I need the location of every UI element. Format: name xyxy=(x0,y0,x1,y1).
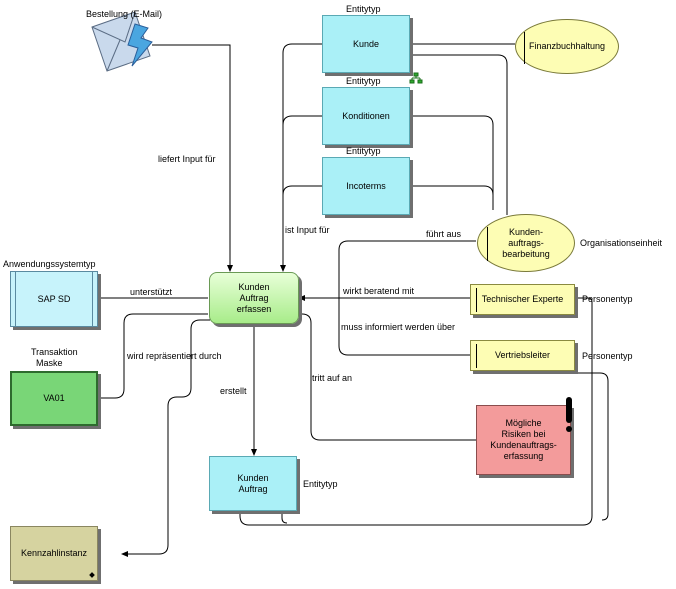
kunden-auftrag-type-label: Entitytyp xyxy=(303,479,338,489)
edge-vertriebsleiter-funktion xyxy=(338,298,470,356)
va01-type-line1: Transaktion xyxy=(31,347,78,357)
edge-va01-funktion xyxy=(97,313,208,399)
function-line2: Auftrag xyxy=(239,292,269,303)
edge-label-tritt-auf: tritt auf an xyxy=(312,373,353,383)
entity-konditionen-label: Konditionen xyxy=(342,110,390,121)
edge-entities-funktion xyxy=(282,43,322,268)
entity-incoterms-label: Incoterms xyxy=(346,180,386,191)
envelope-icon xyxy=(91,11,153,72)
kpi-kennzahlinstanz[interactable]: Kennzahlinstanz xyxy=(10,526,98,581)
entity-incoterms[interactable]: Incoterms xyxy=(322,157,410,215)
incoterms-type-label: Entitytyp xyxy=(346,146,381,156)
entity-kunden-auftrag[interactable]: Kunden Auftrag xyxy=(209,456,297,511)
person-vertriebsleiter-label: Vertriebsleiter xyxy=(494,350,551,360)
org-kab-line1: Kunden- xyxy=(508,226,543,237)
edge-label-wirkt-beratend: wirkt beratend mit xyxy=(343,286,415,296)
org-type-label: Organisationseinheit xyxy=(580,238,663,248)
edge-funktion-kennzahl xyxy=(125,319,210,555)
sap-type-label: Anwendungssystemtyp xyxy=(3,259,96,269)
exclamation-icon xyxy=(565,397,573,437)
risk-line4: erfassung xyxy=(503,451,544,461)
edge-risiken-funktion xyxy=(301,313,476,441)
entity-kunde-label: Kunde xyxy=(352,38,380,49)
function-kunden-auftrag-erfassen[interactable]: Kunden Auftrag erfassen xyxy=(209,272,299,324)
edge-org-funktion xyxy=(338,240,476,298)
risk-line2: Risiken bei xyxy=(501,429,546,439)
edge-label-erstellt: erstellt xyxy=(220,386,247,396)
person-vertriebsleiter[interactable]: Vertriebsleiter xyxy=(470,340,575,371)
org-kundenauftragsbearbeitung[interactable]: Kunden- auftrags- bearbeitung xyxy=(477,214,575,272)
entity-kunde[interactable]: Kunde xyxy=(322,15,410,73)
screen-va01[interactable]: VA01 xyxy=(10,371,98,426)
kpi-corner-icon xyxy=(89,572,95,578)
org-kab-line3: bearbeitung xyxy=(502,248,550,259)
screen-va01-label: VA01 xyxy=(43,393,65,403)
risk-line1: Mögliche xyxy=(505,418,542,428)
edge-label-liefert-input: liefert Input für xyxy=(158,154,216,164)
konditionen-type-label: Entitytyp xyxy=(346,76,381,86)
org-finanzbuchhaltung-label: Finanzbuchhaltung xyxy=(528,41,606,51)
hierarchy-icon xyxy=(409,72,423,84)
system-sap-sd-label: SAP SD xyxy=(37,293,71,304)
function-line1: Kunden xyxy=(238,281,270,292)
org-kab-line2: auftrags- xyxy=(508,237,544,248)
org-finanzbuchhaltung[interactable]: Finanzbuchhaltung xyxy=(515,19,619,74)
edge-bestellung-funktion xyxy=(152,44,231,268)
sap-border-right xyxy=(92,272,93,326)
org-marker xyxy=(487,227,488,261)
edge-label-muss-informiert: muss informiert werden über xyxy=(341,322,456,332)
person-tech-type-label: Personentyp xyxy=(582,294,633,304)
entity-konditionen[interactable]: Konditionen xyxy=(322,87,410,145)
va01-type-line2: Maske xyxy=(36,358,63,368)
edge-label-repraesentiert: wird repräsentiert durch xyxy=(127,351,222,361)
sap-border-left xyxy=(15,272,16,326)
kpi-kennzahlinstanz-label: Kennzahlinstanz xyxy=(20,548,88,558)
kunde-type-label: Entitytyp xyxy=(346,4,381,14)
person-technischer-experte[interactable]: Technischer Experte xyxy=(470,284,575,315)
entity-kunden-auftrag-line1: Kunden xyxy=(237,472,269,483)
edge-label-ist-input: ist Input für xyxy=(285,225,330,235)
person-technischer-experte-label: Technischer Experte xyxy=(481,294,564,304)
person-vl-type-label: Personentyp xyxy=(582,351,633,361)
bestellung-label: Bestellung (E-Mail) xyxy=(86,9,163,19)
edge-label-fuehrt-aus: führt aus xyxy=(426,229,462,239)
org-marker xyxy=(524,32,525,64)
function-line3: erfassen xyxy=(236,303,272,314)
system-sap-sd[interactable]: SAP SD xyxy=(10,271,98,327)
entity-kunden-auftrag-line2: Auftrag xyxy=(238,483,268,494)
risk-kundenauftragserfassung[interactable]: Mögliche Risiken bei Kundenauftrags- erf… xyxy=(476,405,571,475)
edge-label-unterstuetzt: unterstützt xyxy=(130,287,173,297)
person-marker xyxy=(476,344,477,368)
risk-line3: Kundenauftrags- xyxy=(490,440,557,450)
person-marker xyxy=(476,288,477,312)
